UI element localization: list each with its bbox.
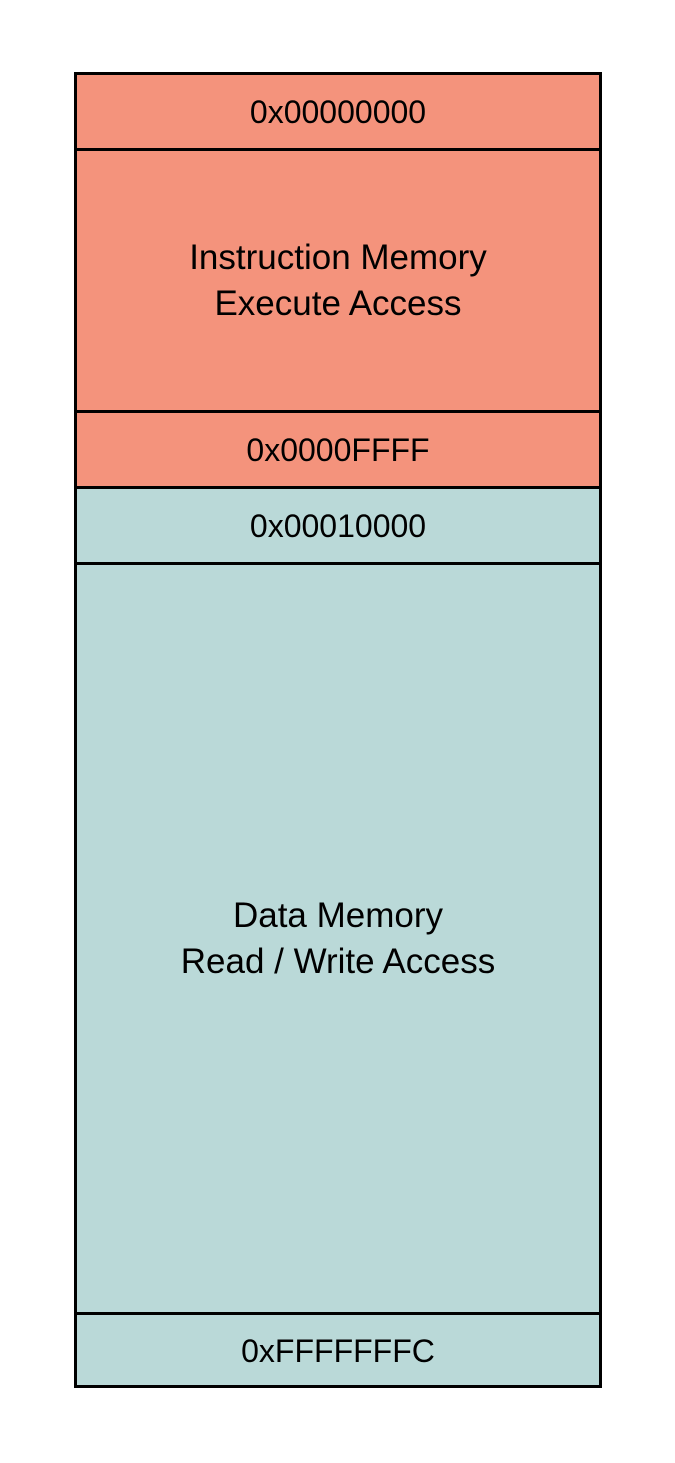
data-memory-region: Data Memory Read / Write Access xyxy=(77,565,599,1315)
data-end-address: 0xFFFFFFFC xyxy=(241,1332,435,1369)
data-memory-title: Data Memory xyxy=(232,896,444,935)
instruction-memory-title: Instruction Memory xyxy=(189,238,487,277)
instruction-memory-region: Instruction Memory Execute Access xyxy=(77,151,599,413)
instruction-start-address-cell: 0x00000000 xyxy=(77,75,599,151)
data-start-address-cell: 0x00010000 xyxy=(77,489,599,565)
memory-map-diagram: 0x00000000 Instruction Memory Execute Ac… xyxy=(74,72,602,1388)
instruction-memory-access: Execute Access xyxy=(214,283,462,323)
instruction-end-address: 0x0000FFFF xyxy=(246,432,430,469)
data-end-address-cell: 0xFFFFFFFC xyxy=(77,1315,599,1385)
data-memory-access: Read / Write Access xyxy=(180,941,496,981)
instruction-start-address: 0x00000000 xyxy=(249,94,427,131)
instruction-end-address-cell: 0x0000FFFF xyxy=(77,413,599,489)
data-start-address: 0x00010000 xyxy=(249,508,427,545)
